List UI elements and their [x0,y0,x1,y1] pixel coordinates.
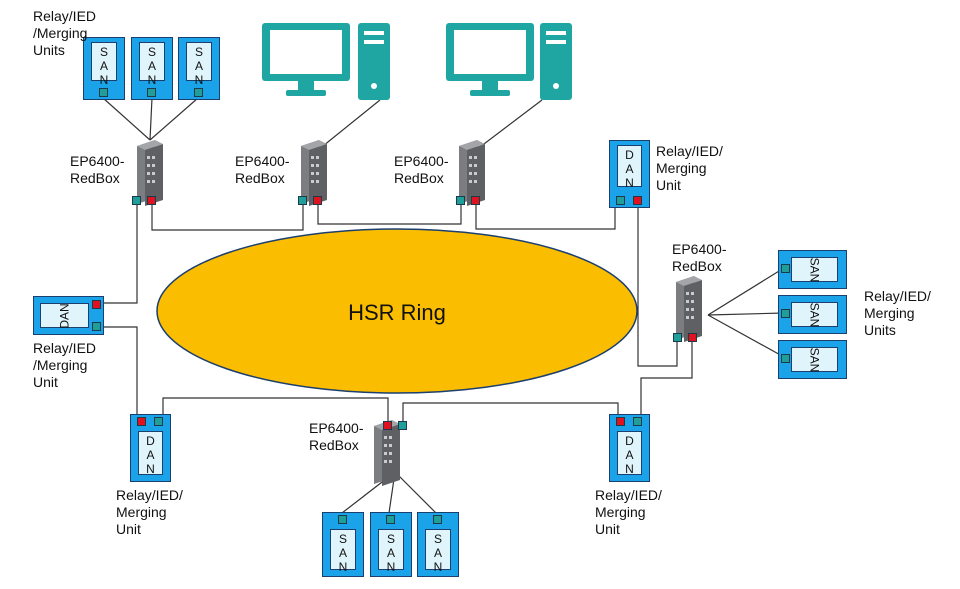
dan-node: DAN [33,296,104,335]
redbox-port [673,333,682,342]
redbox-switch-icon [459,140,485,206]
desktop-computer-icon [446,23,572,100]
redbox-port [147,196,156,205]
redbox-port [471,196,480,205]
redbox-label: EP6400- RedBox [394,153,449,186]
relay-label: Relay/IED/ Merging Unit [656,143,723,193]
redbox-port [456,196,465,205]
redbox-port [688,333,697,342]
redbox-switch-icon [301,140,327,206]
desktop-computer-icon [262,23,390,100]
redbox-switch-icon [137,140,163,206]
dan-label: DAN [40,303,89,328]
san-node: SAN [778,250,847,289]
relay-label: Relay/IED /Merging Units [33,8,97,58]
redbox-label: EP6400- RedBox [70,153,125,186]
san-label: SAN [791,347,838,372]
relay-label: Relay/IED /Merging Unit [33,340,97,390]
redbox-port [398,421,407,430]
redbox-label: EP6400- RedBox [672,241,727,274]
relay-label: Relay/IED/ Merging Unit [116,487,183,537]
san-label: SAN [791,302,838,327]
redbox-port [383,421,392,430]
san-node: SAN [778,295,847,334]
redbox-port [132,196,141,205]
redbox-switch-icon [676,276,702,342]
redbox-label: EP6400- RedBox [309,420,364,453]
connection-lines [95,97,785,514]
redbox-port [313,196,322,205]
san-node: SAN [778,340,847,379]
ring-label: HSR Ring [348,300,446,325]
hsr-ring [156,228,638,394]
redbox-port [298,196,307,205]
redbox-switch-icon [374,420,400,486]
redbox-label: EP6400- RedBox [235,153,290,186]
relay-label: Relay/IED/ Merging Unit [595,487,662,537]
relay-label: Relay/IED/ Merging Units [864,288,931,338]
san-label: SAN [791,257,838,282]
